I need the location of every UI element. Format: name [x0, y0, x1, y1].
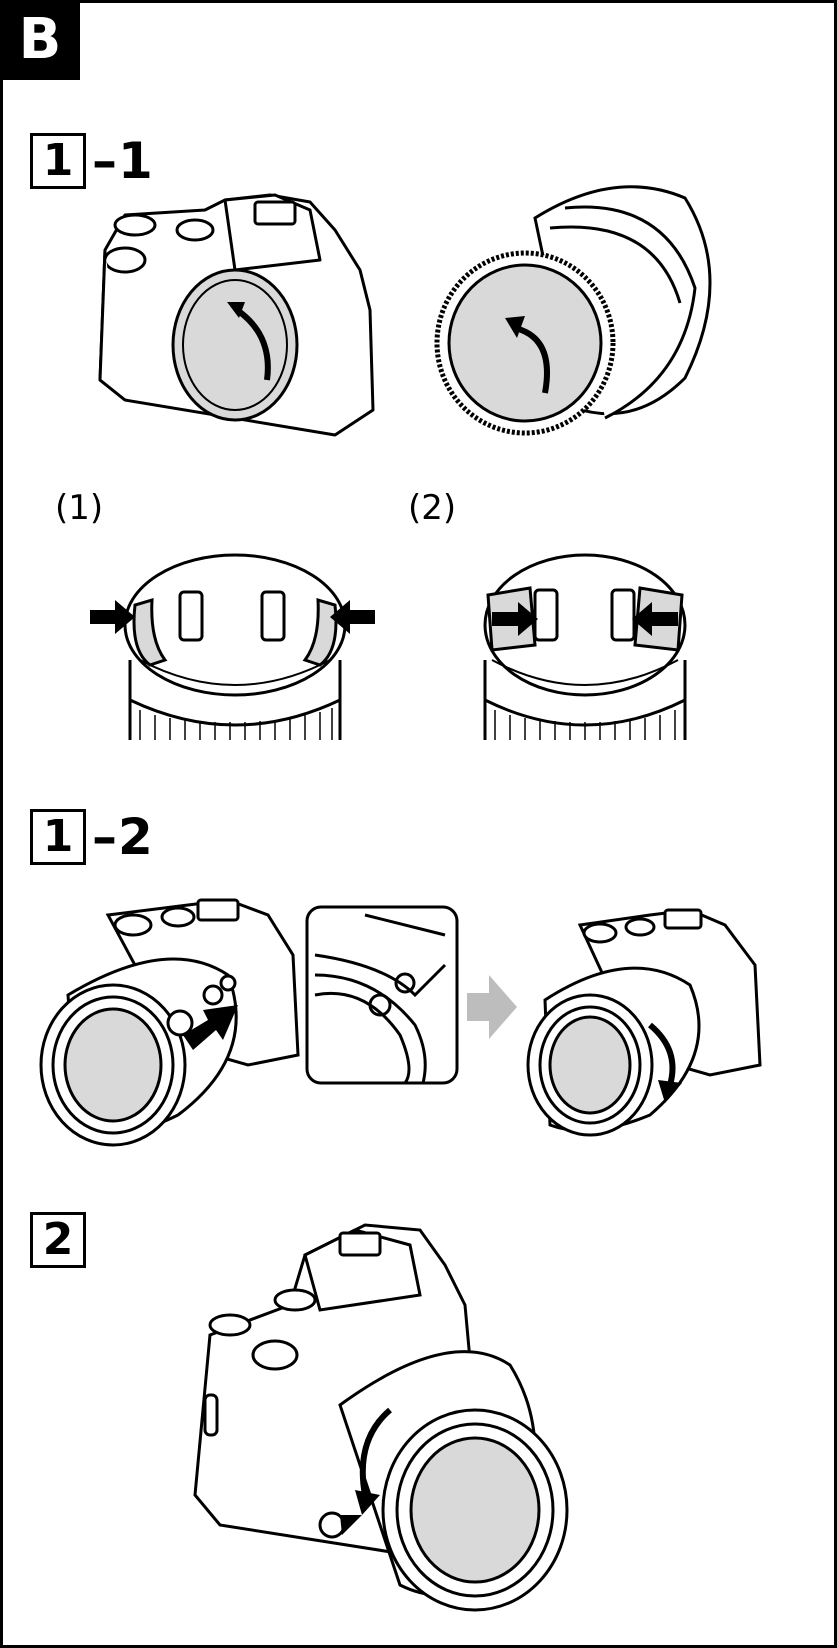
- label-1: (1): [55, 488, 104, 528]
- camera-body-cap-icon: [98, 193, 375, 437]
- lens-mount-align-icon: [39, 898, 300, 1147]
- lens-release-icon: [193, 1223, 569, 1612]
- front-cap-pinch-2-icon: [483, 553, 687, 740]
- label-2: (2): [408, 488, 457, 528]
- step-number-box: 1: [30, 809, 86, 865]
- step-number-box: 2: [30, 1212, 86, 1268]
- step-substep: –2: [92, 808, 154, 866]
- step-1-2-heading: 1 –2: [30, 808, 154, 866]
- front-cap-pinch-1-icon: [90, 553, 375, 740]
- next-arrow-icon: [467, 975, 517, 1039]
- lens-rotate-icon: [526, 908, 762, 1137]
- mount-detail-icon: [305, 905, 459, 1085]
- step-substep: –1: [92, 132, 154, 190]
- step-number-box: 1: [30, 133, 86, 189]
- step-2-heading: 2: [30, 1212, 86, 1268]
- lens-rear-cap-icon: [434, 185, 712, 436]
- step-1-1-heading: 1 –1: [30, 132, 154, 190]
- section-tab: B: [0, 0, 80, 80]
